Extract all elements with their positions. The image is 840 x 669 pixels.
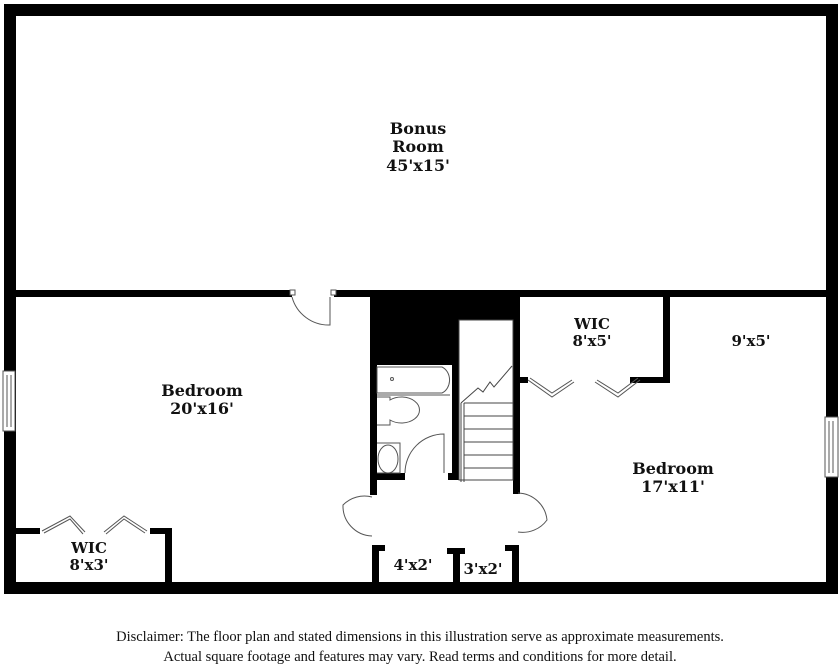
bonus-room-door — [291, 296, 331, 326]
room-name: Bedroom — [632, 459, 714, 478]
interior-walls — [16, 290, 826, 582]
room-dims: 17'x11' — [641, 477, 705, 497]
windows — [2, 370, 839, 478]
room-name-line2: Room — [392, 137, 444, 157]
room-label-wic-right: WIC 8'x5' — [572, 315, 612, 351]
room-dims: 20'x16' — [170, 399, 234, 419]
floor-plan — [2, 4, 839, 594]
window-left — [2, 370, 16, 432]
room-dims: 45'x15' — [386, 155, 450, 175]
toilet-icon — [377, 396, 420, 426]
room-label-nook-9x5: 9'x5' — [731, 332, 771, 350]
room-dims: 4'x2' — [393, 556, 433, 574]
room-name: Bedroom — [161, 381, 243, 400]
room-label-closet-4x2: 4'x2' — [393, 556, 433, 574]
disclaimer: Disclaimer: The floor plan and stated di… — [0, 627, 840, 667]
room-label-bedroom-right: Bedroom 17'x11' — [632, 459, 714, 497]
hall-door-right — [517, 492, 548, 533]
staircase — [458, 319, 514, 482]
room-dims: 9'x5' — [731, 332, 771, 350]
room-label-wic-left: WIC 8'x3' — [69, 539, 109, 575]
room-dims: 8'x5' — [572, 332, 612, 351]
room-name: WIC — [574, 315, 610, 333]
room-label-bonus-room: Bonus Room 45'x15' — [386, 119, 450, 175]
bath-door-arc — [404, 433, 445, 474]
disclaimer-line2: Actual square footage and features may v… — [163, 649, 677, 665]
room-name-line1: Bonus — [389, 119, 447, 138]
bathtub-icon — [376, 366, 450, 394]
bathroom-fixtures — [376, 366, 450, 474]
room-label-bedroom-left: Bedroom 20'x16' — [161, 381, 243, 419]
room-dims: 8'x3' — [69, 556, 109, 575]
room-dims: 3'x2' — [463, 560, 503, 578]
room-label-closet-3x2: 3'x2' — [463, 560, 503, 578]
disclaimer-line1: Disclaimer: The floor plan and stated di… — [116, 629, 724, 645]
hall-door-left — [342, 495, 373, 537]
doors — [41, 289, 641, 537]
window-right — [824, 416, 839, 478]
room-name: WIC — [71, 539, 107, 557]
